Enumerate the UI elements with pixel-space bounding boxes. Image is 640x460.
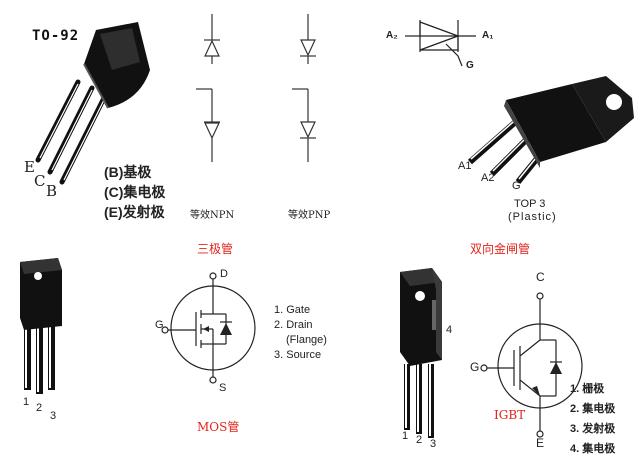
triac-a1-label: A₁ [482,30,494,41]
to92-pin-c: C [34,172,46,190]
igbt-e-label: E [536,436,545,450]
igbt-pin-1: 1 [402,430,409,442]
mos-caption: MOS管 [197,420,240,434]
mos-pin-list-2b: (Flange) [286,334,327,346]
pnp-label: 等效PNP [288,210,331,221]
triac-a2-label: A₂ [386,30,398,41]
igbt-pin-list-3: 3. 发射极 [570,423,616,435]
mos-g-label: G [155,319,164,331]
triac-package-note: (Plastic) [508,211,557,223]
triac-pin-a2: A2 [481,172,495,184]
triac-g-label: G [466,60,474,71]
mos-d-label: D [220,268,228,280]
igbt-pin-3: 3 [430,438,437,450]
mos-s-label: S [219,382,227,394]
npn-label: 等效NPN [190,210,235,221]
triac-caption: 双向金闸管 [470,242,531,256]
igbt-pin-list-2: 2. 集电极 [570,403,616,415]
to92-title: TO-92 [32,28,80,44]
mos-pin-list-1: 1. Gate [274,304,311,316]
mos-pin-3: 3 [50,410,57,422]
mos-pin-list-2: 2. Drain [274,319,313,331]
to92-pin-e: E [24,158,35,176]
triac-package-name: TOP 3 [514,198,546,210]
triac-pin-a1: A1 [458,160,472,172]
mos-pin-1: 1 [23,396,30,408]
igbt-pin-list-1: 1. 栅极 [570,383,605,395]
triac-pin-g: G [512,180,521,192]
to92-legend-e: (E)发射极 [104,204,165,220]
igbt-c-label: C [536,270,545,284]
to92-legend-c: (C)集电极 [104,184,166,200]
igbt-pin-4: 4 [446,324,453,336]
igbt-pin-list-4: 4. 集电极 [570,443,616,455]
mos-pin-list-3: 3. Source [274,349,322,361]
mos-pin-2: 2 [36,402,43,414]
to92-legend-b: (B)基极 [104,164,152,180]
igbt-g-label: G [470,360,480,374]
transistor-caption: 三极管 [197,242,234,256]
to92-pin-b: B [46,182,58,200]
igbt-pin-2: 2 [416,434,423,446]
igbt-caption: IGBT [494,408,526,422]
